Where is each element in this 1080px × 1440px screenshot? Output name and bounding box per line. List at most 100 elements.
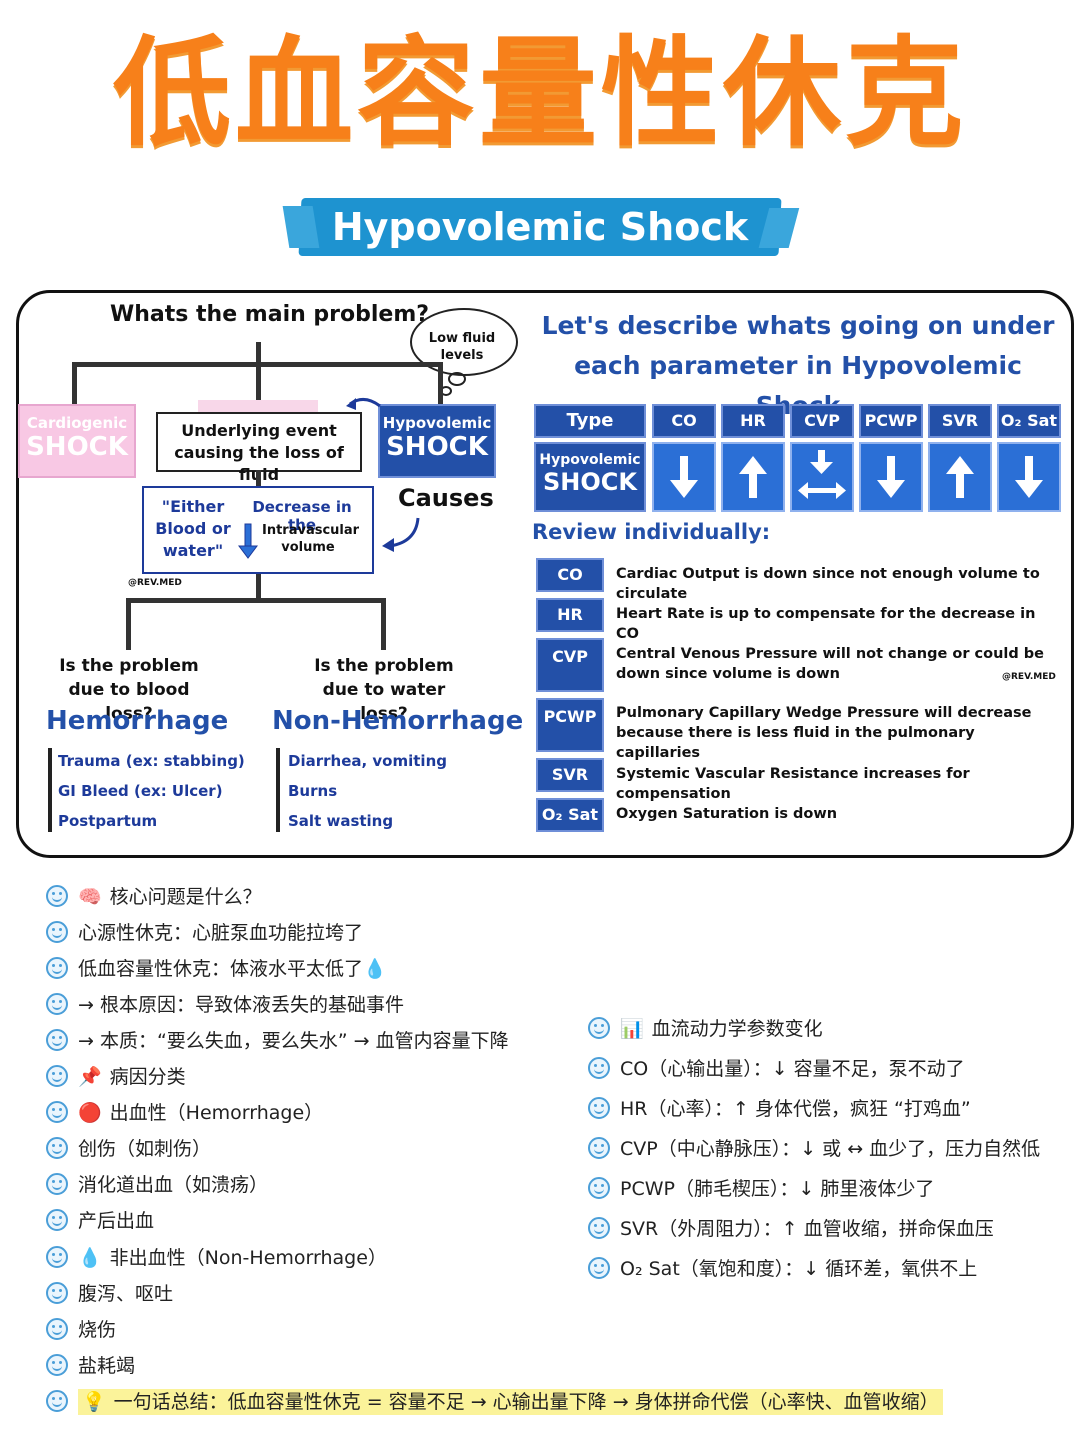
note-item: 📊血流动力学参数变化 <box>588 1014 823 1041</box>
cardiogenic-label: Cardiogenic <box>26 414 128 432</box>
header-co: CO <box>652 404 716 438</box>
summary-text: 一句话总结：低血容量性休克 = 容量不足 → 心输出量下降 → 身体拼命代偿（心… <box>113 1391 939 1413</box>
note-item: 消化道出血（如溃疡） <box>46 1170 268 1197</box>
non-hemorrhage-heading: Non-Hemorrhage <box>272 706 524 736</box>
smiley-icon <box>46 1173 68 1195</box>
note-text: 血流动力学参数变化 <box>651 1018 823 1040</box>
thought-text: Low fluid levels <box>428 331 496 363</box>
watermark: @REV.MED <box>1002 672 1056 682</box>
down-or-neutral-arrow-icon <box>798 450 846 499</box>
connector <box>381 598 386 650</box>
hypovolemic-shock-label: SHOCK <box>386 432 488 462</box>
smiley-icon <box>46 1137 68 1159</box>
smiley-icon <box>46 1209 68 1231</box>
param-desc-o2-sat: Oxygen Saturation is down <box>616 806 838 822</box>
note-text: 核心问题是什么？ <box>109 886 262 908</box>
note-text: 低血容量性休克：体液水平太低了💧 <box>78 958 387 980</box>
decrease-text: Decrease in the <box>252 498 352 534</box>
smiley-icon <box>588 1097 610 1119</box>
note-item: → 根本原因：导致体液丢失的基础事件 <box>46 990 404 1017</box>
note-text: 消化道出血（如溃疡） <box>78 1174 269 1196</box>
note-text: 产后出血 <box>78 1210 155 1232</box>
smiley-icon <box>46 957 68 979</box>
up-arrow-icon <box>739 456 767 498</box>
list-bar <box>276 748 280 832</box>
smiley-icon <box>46 1065 68 1087</box>
smiley-icon <box>588 1257 610 1279</box>
note-text: → 本质：“要么失血，要么失水” → 血管内容量下降 <box>78 1030 509 1052</box>
non-hemorrhage-item: Burns <box>288 782 338 800</box>
o2-sat-arrow-cell <box>997 442 1061 512</box>
hypovolemic-shock-box: Hypovolemic SHOCK <box>378 404 496 478</box>
header-cvp: CVP <box>790 404 854 438</box>
note-text: 创伤（如刺伤） <box>78 1138 212 1160</box>
smiley-icon <box>46 1318 68 1340</box>
param-label-pcwp: PCWP <box>536 698 604 752</box>
smiley-icon <box>46 1354 68 1376</box>
non-hemorrhage-item: Diarrhea, vomiting <box>288 752 447 770</box>
smiley-icon <box>46 921 68 943</box>
brain-icon: 🧠 <box>78 886 102 908</box>
hemorrhage-item: Postpartum <box>58 812 158 830</box>
note-item: 盐耗竭 <box>46 1351 135 1378</box>
cardiogenic-shock-label: SHOCK <box>26 432 128 462</box>
smiley-icon <box>588 1217 610 1239</box>
down-arrow-icon <box>238 523 258 559</box>
note-text: → 根本原因：导致体液丢失的基础事件 <box>78 994 404 1016</box>
pushpin-icon: 📌 <box>78 1066 102 1088</box>
thought-dot <box>448 372 466 386</box>
note-text: PCWP（肺毛楔压）：↓ 肺里液体少了 <box>620 1178 935 1200</box>
causes-label: Causes <box>398 484 494 512</box>
note-text: 出血性（Hemorrhage） <box>109 1102 324 1124</box>
smiley-icon <box>588 1177 610 1199</box>
intravascular-text: Intravascular volume <box>262 523 360 555</box>
connector <box>72 362 442 367</box>
note-item: 心源性休克：心脏泵血功能拉垮了 <box>46 918 363 945</box>
subtitle-text: Hypovolemic Shock <box>331 205 749 249</box>
cardiogenic-shock-box: Cardiogenic SHOCK <box>18 404 136 478</box>
type-shock-label: SHOCK <box>543 468 637 496</box>
note-item: CO（心输出量）：↓ 容量不足，泵不动了 <box>588 1054 965 1081</box>
note-item: 🔴出血性（Hemorrhage） <box>46 1098 323 1125</box>
note-text: HR（心率）：↑ 身体代偿，疯狂 “打鸡血” <box>620 1098 971 1120</box>
param-label-svr: SVR <box>536 758 604 792</box>
up-arrow-icon <box>946 456 974 498</box>
param-desc-pcwp: Pulmonary Capillary Wedge Pressure will … <box>616 705 1032 761</box>
type-label: Hypovolemic <box>539 452 641 468</box>
underlying-text: Underlying event causing the loss of flu… <box>174 421 344 484</box>
connector <box>126 598 131 650</box>
svr-arrow-cell <box>928 442 992 512</box>
param-desc-hr: Heart Rate is up to compensate for the d… <box>616 606 1036 642</box>
note-item: PCWP（肺毛楔压）：↓ 肺里液体少了 <box>588 1174 934 1201</box>
type-cell: Hypovolemic SHOCK <box>534 442 646 512</box>
hr-arrow-cell <box>721 442 785 512</box>
non-hemorrhage-item: Salt wasting <box>288 812 394 830</box>
note-text: 盐耗竭 <box>78 1355 136 1377</box>
underlying-event-box: Underlying event causing the loss of flu… <box>156 412 362 484</box>
summary-highlight: 💡一句话总结：低血容量性休克 = 容量不足 → 心输出量下降 → 身体拼命代偿（… <box>78 1389 943 1415</box>
note-text: 非出血性（Non-Hemorrhage） <box>109 1247 387 1269</box>
connector <box>256 342 261 402</box>
param-label-cvp: CVP <box>536 638 604 692</box>
curved-arrow-icon <box>346 398 381 410</box>
note-item: HR（心率）：↑ 身体代偿，疯狂 “打鸡血” <box>588 1094 971 1121</box>
pcwp-arrow-cell <box>859 442 923 512</box>
review-heading: Review individually: <box>532 520 771 544</box>
note-item: CVP（中心静脉压）：↓ 或 ↔ 血少了，压力自然低 <box>588 1134 1040 1161</box>
note-text: SVR（外周阻力）：↑ 血管收缩，拼命保血压 <box>620 1218 994 1240</box>
connector <box>438 362 443 404</box>
smiley-icon <box>588 1017 610 1039</box>
hemorrhage-item: GI Bleed (ex: Ulcer) <box>58 782 223 800</box>
smiley-icon <box>588 1057 610 1079</box>
note-text: O₂ Sat（氧饱和度）：↓ 循环差，氧供不上 <box>620 1258 978 1280</box>
note-item: 烧伤 <box>46 1315 116 1342</box>
note-text: CVP（中心静脉压）：↓ 或 ↔ 血少了，压力自然低 <box>620 1138 1041 1160</box>
watermark: @REV.MED <box>128 578 182 588</box>
down-arrow-icon <box>670 456 698 498</box>
hemorrhage-item: Trauma (ex: stabbing) <box>58 752 245 770</box>
note-text: 烧伤 <box>78 1319 117 1341</box>
smiley-icon <box>46 993 68 1015</box>
note-text: 病因分类 <box>109 1066 186 1088</box>
down-arrow-icon <box>877 456 905 498</box>
smiley-icon <box>46 885 68 907</box>
